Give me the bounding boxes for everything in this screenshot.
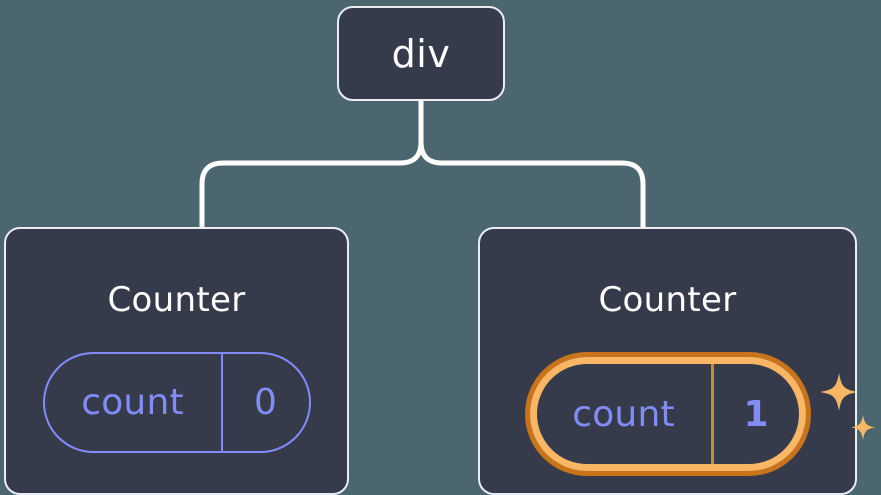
state-pill-wrap-right: count 1: [524, 352, 875, 476]
sparkle-icon-large: [819, 373, 858, 411]
node-counter-left[interactable]: Counter count 0: [4, 227, 349, 495]
node-counter-left-title: Counter: [107, 280, 246, 320]
sparkle-group: [813, 359, 881, 469]
node-div-label: div: [391, 31, 451, 76]
node-counter-right[interactable]: Counter count 1: [478, 227, 875, 495]
state-pill-count-right: count 1: [529, 357, 806, 471]
edge-div-to-counter-right: [418, 98, 646, 232]
edge-div-to-counter-left: [199, 98, 424, 232]
state-key-right: count: [572, 393, 675, 435]
sparkle-icon-small: [850, 415, 875, 440]
state-key-left: count: [81, 382, 184, 423]
state-value-right: 1: [710, 364, 799, 464]
state-pill-count-left[interactable]: count 0: [42, 352, 311, 453]
node-counter-right-title: Counter: [598, 280, 737, 320]
state-pill-count-right-highlight[interactable]: count 1: [524, 352, 811, 476]
state-pill-wrap-left: count 0: [42, 352, 311, 453]
state-value-left: 0: [220, 354, 309, 451]
node-div[interactable]: div: [337, 6, 505, 101]
